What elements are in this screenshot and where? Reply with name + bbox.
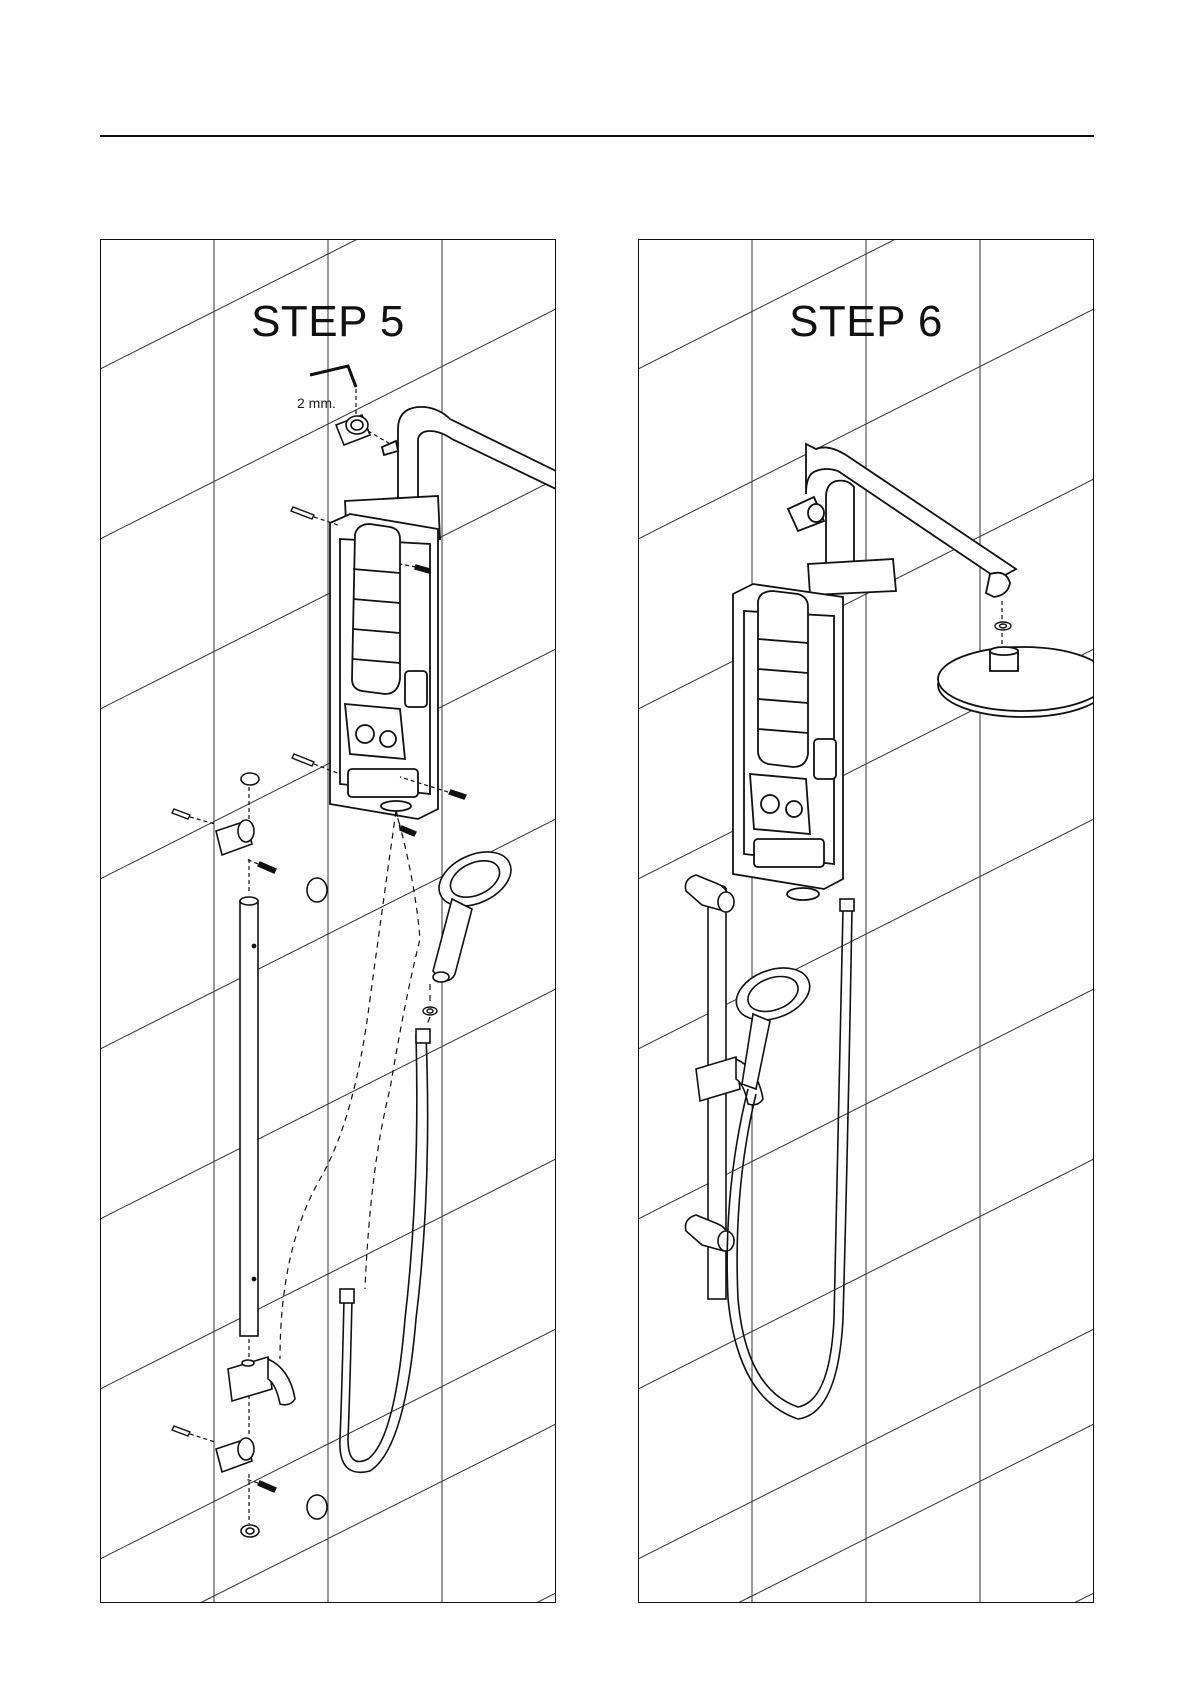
hand-shower-icon bbox=[430, 841, 519, 982]
hex-key-size-label: 2 mm. bbox=[297, 395, 336, 411]
hand-shower-holder-icon bbox=[228, 1357, 295, 1405]
step-6-title: STEP 6 bbox=[638, 297, 1094, 347]
hex-key-icon bbox=[310, 366, 356, 387]
shower-column-icon bbox=[330, 407, 556, 819]
assembly-guide-lines bbox=[280, 811, 430, 1359]
step-6-illustration bbox=[638, 239, 1094, 1603]
rail-bracket-icon bbox=[216, 773, 327, 1537]
washer-icon bbox=[995, 622, 1011, 630]
top-cap-icon bbox=[336, 415, 370, 445]
washer-icon bbox=[423, 1007, 437, 1015]
step-5-title: STEP 5 bbox=[100, 297, 556, 347]
step-5-illustration bbox=[100, 239, 556, 1603]
rain-shower-head-icon bbox=[938, 647, 1094, 717]
slide-rail-icon bbox=[240, 897, 258, 1336]
hose-icon bbox=[340, 1029, 430, 1472]
header-rule bbox=[100, 135, 1094, 137]
step-6-panel: STEP 6 bbox=[638, 239, 1094, 1603]
step-5-panel: STEP 5 2 mm. bbox=[100, 239, 556, 1603]
tile-grid bbox=[638, 239, 1094, 1603]
